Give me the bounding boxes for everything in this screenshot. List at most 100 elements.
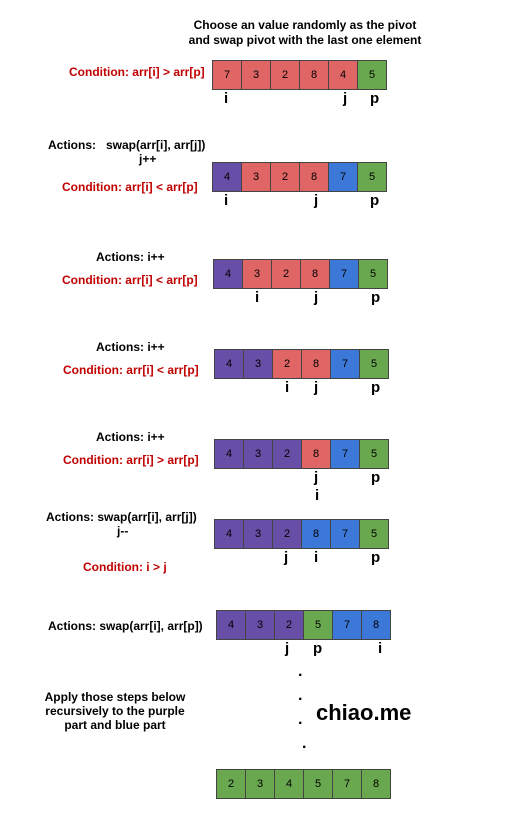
array-cell: 5 [303, 610, 333, 640]
array-cell: 7 [332, 769, 362, 799]
array-cell: 3 [243, 349, 273, 379]
title-line-1: Choose an value randomly as the pivot [193, 18, 417, 32]
array-cell: 8 [301, 349, 331, 379]
array-cell: 8 [299, 162, 329, 192]
title-line-2: and swap pivot with the last one element [188, 33, 422, 47]
step-1-action: Actions: swap(arr[i], arr[j]) [48, 138, 206, 152]
step-5-action: Actions: swap(arr[i], arr[j]) [46, 510, 197, 524]
array-cell: 3 [245, 610, 275, 640]
array-cell: 8 [301, 439, 331, 469]
array-cell: 8 [301, 519, 331, 549]
array-cell: 4 [214, 349, 244, 379]
ellipsis-dot: . [298, 687, 303, 704]
step-4-pointer-p: p [371, 469, 381, 486]
step-6-action: Actions: swap(arr[i], arr[p]) [48, 619, 203, 633]
step-5-action-2: j-- [117, 524, 129, 538]
array-cell: 2 [272, 349, 302, 379]
array-cell: 8 [300, 259, 330, 289]
step-2-pointer-p: p [371, 289, 381, 306]
step-1-pointer-j: j [314, 192, 319, 209]
step-2-pointer-j: j [314, 289, 319, 306]
step-0-pointer-p: p [370, 90, 380, 107]
array-cell: 8 [299, 60, 329, 90]
step-0-pointer-i: i [224, 90, 229, 107]
ellipsis-dot: . [302, 735, 307, 752]
array-cell: 2 [270, 162, 300, 192]
array-cell: 8 [361, 610, 391, 640]
recursion-note-line-1: Apply those steps below [44, 690, 186, 704]
array-cell: 7 [330, 439, 360, 469]
array-cell: 4 [214, 519, 244, 549]
array-cell: 2 [272, 439, 302, 469]
step-6-pointer-p: p [313, 640, 323, 657]
array-cell: 5 [359, 519, 389, 549]
step-2-pointer-i: i [255, 289, 260, 306]
array-cell: 3 [243, 519, 273, 549]
array-cell: 7 [329, 259, 359, 289]
step-0-condition: Condition: arr[i] > arr[p] [69, 65, 205, 79]
array-cell: 8 [361, 769, 391, 799]
array-cell: 2 [270, 60, 300, 90]
array-cell: 4 [213, 259, 243, 289]
step-3-pointer-i: i [285, 379, 290, 396]
array-cell: 2 [216, 769, 246, 799]
step-5-pointer-j: j [284, 549, 289, 566]
array-cell: 5 [357, 60, 387, 90]
array-cell: 5 [358, 259, 388, 289]
step-6-pointer-j: j [285, 640, 290, 657]
step-5-pointer-p: p [371, 549, 381, 566]
step-6-pointer-i: i [378, 640, 383, 657]
recursion-note-line-3: part and blue part [64, 718, 166, 732]
array-cell: 3 [241, 60, 271, 90]
step-3-condition: Condition: arr[i] < arr[p] [63, 363, 199, 377]
array-cell: 7 [212, 60, 242, 90]
step-2-action: Actions: i++ [96, 250, 165, 264]
step-2-condition: Condition: arr[i] < arr[p] [62, 273, 198, 287]
step-5-pointer-i: i [314, 549, 319, 566]
step-3-action: Actions: i++ [96, 340, 165, 354]
array-cell: 3 [241, 162, 271, 192]
recursion-note-line-2: recursively to the purple [45, 704, 185, 718]
watermark-text: chiao.me [316, 700, 412, 725]
step-1-pointer-p: p [370, 192, 380, 209]
step-0-pointer-j: j [343, 90, 348, 107]
array-cell: 4 [212, 162, 242, 192]
step-1-pointer-i: i [224, 192, 229, 209]
array-cell: 2 [272, 519, 302, 549]
step-1-condition: Condition: arr[i] < arr[p] [62, 180, 198, 194]
array-cell: 2 [271, 259, 301, 289]
step-4-condition: Condition: arr[i] > arr[p] [63, 453, 199, 467]
array-cell: 7 [330, 519, 360, 549]
array-cell: 4 [214, 439, 244, 469]
step-3-pointer-p: p [371, 379, 381, 396]
array-cell: 7 [328, 162, 358, 192]
array-cell: 5 [357, 162, 387, 192]
step-3-pointer-j: j [314, 379, 319, 396]
array-cell: 5 [359, 349, 389, 379]
ellipsis-dot: . [298, 711, 303, 728]
array-cell: 5 [303, 769, 333, 799]
step-4-pointer-i: i [315, 487, 320, 504]
step-4-action: Actions: i++ [96, 430, 165, 444]
array-cell: 3 [245, 769, 275, 799]
array-cell: 3 [243, 439, 273, 469]
array-cell: 3 [242, 259, 272, 289]
array-cell: 5 [359, 439, 389, 469]
array-cell: 2 [274, 610, 304, 640]
array-cell: 4 [274, 769, 304, 799]
array-cell: 4 [328, 60, 358, 90]
ellipsis-dot: . [298, 663, 303, 680]
array-cell: 4 [216, 610, 246, 640]
array-cell: 7 [330, 349, 360, 379]
step-4-pointer-j: j [314, 469, 319, 486]
array-cell: 7 [332, 610, 362, 640]
step-5-condition: Condition: i > j [83, 560, 167, 574]
